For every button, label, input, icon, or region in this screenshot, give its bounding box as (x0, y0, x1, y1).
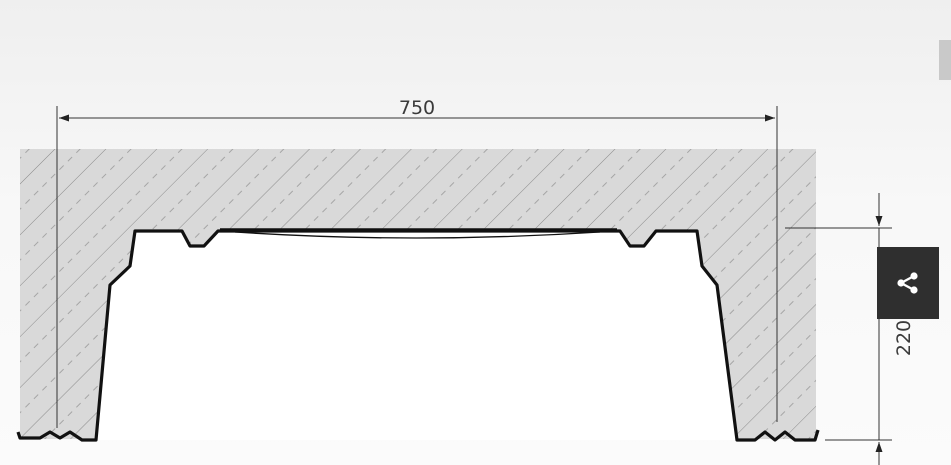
share-button[interactable] (877, 247, 939, 319)
deck-void (96, 231, 737, 440)
height-dimension: 220 (785, 193, 915, 465)
height-dimension-label: 220 (893, 320, 915, 356)
deck-profile-line (16, 229, 820, 442)
width-dimension: 750 (56, 97, 778, 428)
scrollbar-thumb[interactable] (939, 40, 951, 80)
deck-top-rib (220, 228, 617, 239)
share-icon (897, 272, 918, 294)
width-dimension-label: 750 (399, 97, 435, 119)
